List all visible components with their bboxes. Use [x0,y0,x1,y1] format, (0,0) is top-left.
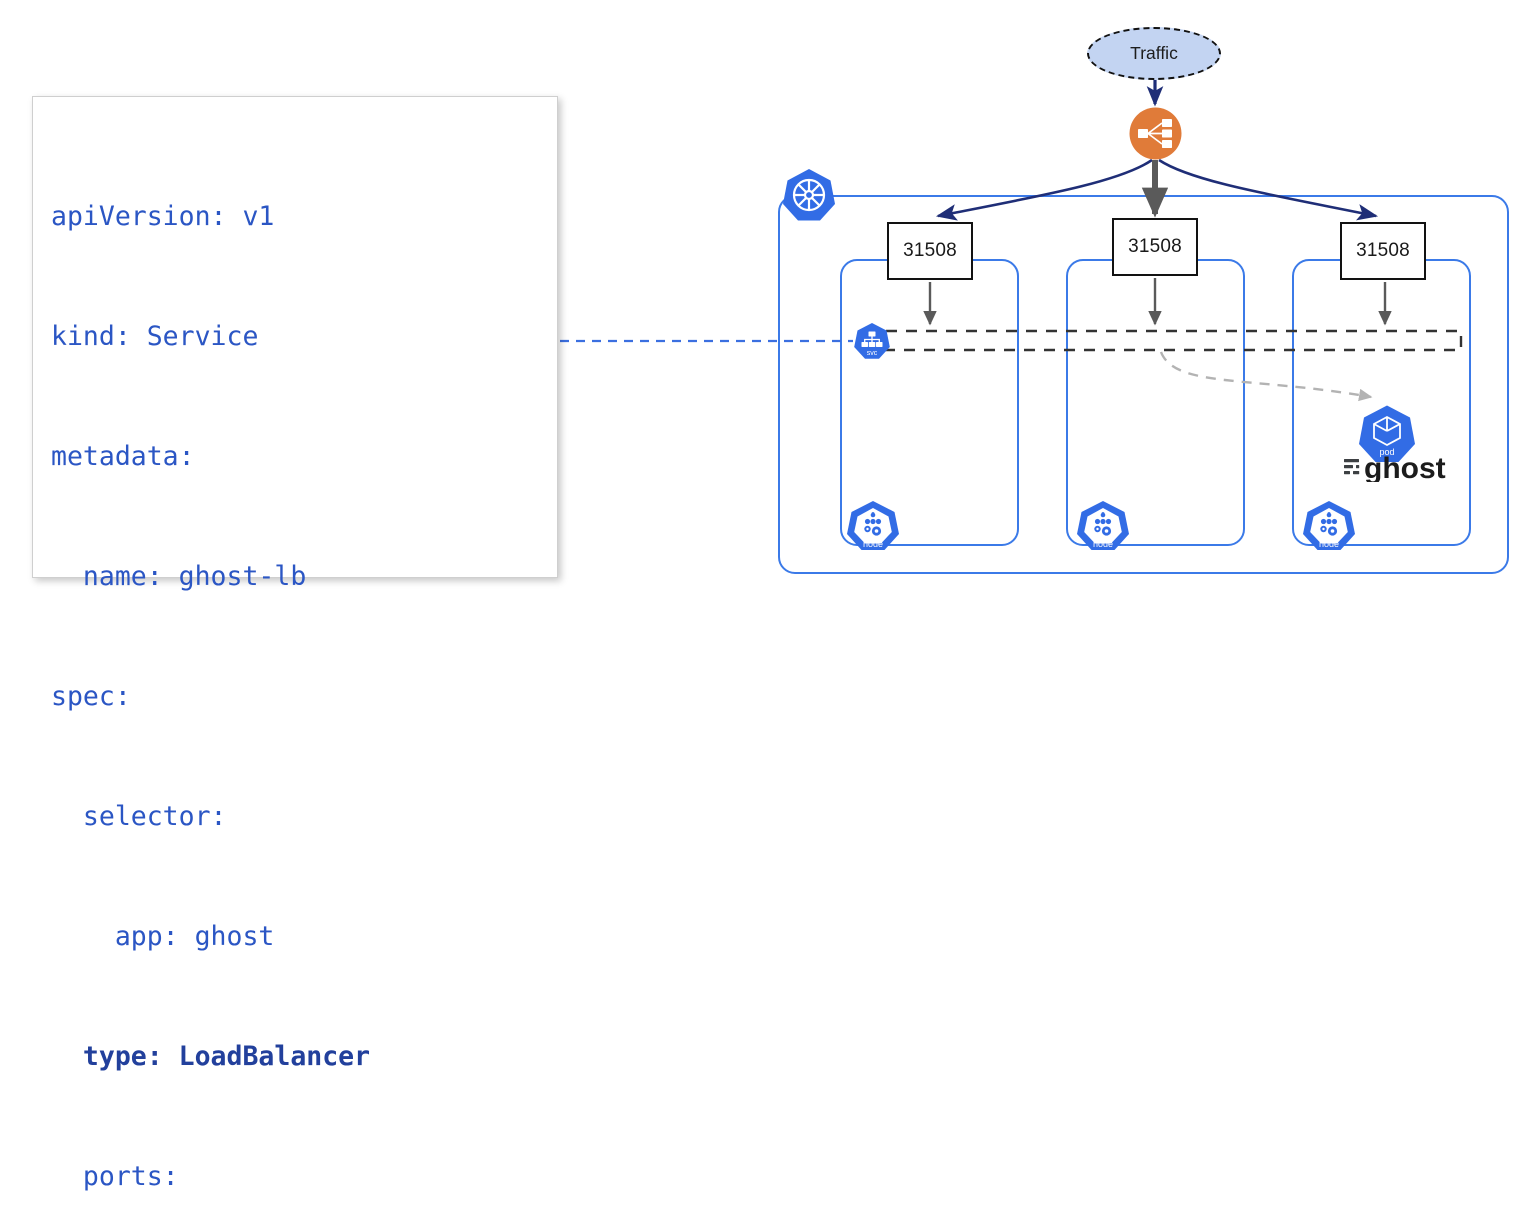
pod-badge-label: pod [1379,447,1394,457]
traffic-label: Traffic [1130,43,1178,63]
node-badge-label: node [1093,539,1113,549]
kubernetes-helm-wheel-icon [783,169,835,221]
loadbalancer-to-nodeport-arrow [935,158,1153,221]
ghost-app-name: ghost [1364,452,1446,482]
traffic-source-node: Traffic [1087,27,1221,80]
nodeport-label: 31508 [1356,240,1410,261]
yaml-line: app: ghost [51,921,275,952]
node-badge-label: node [1319,539,1339,549]
nodeport-label: 31508 [1128,236,1182,257]
service-to-pod-arrow [1159,351,1373,402]
nodeport-box: 31508 [1112,218,1198,276]
ghost-logo-icon: ghost [1344,452,1446,482]
yaml-line: selector: [51,801,227,832]
load-balancer-fanout-icon [1129,107,1182,160]
nodeport-box: 31508 [887,222,973,280]
service-span-band [866,329,1463,352]
kubernetes-node-icon: node [1077,501,1129,550]
yaml-code-block: apiVersion: v1 kind: Service metadata: n… [51,117,551,1226]
nodeport-box: 31508 [1340,222,1426,280]
yaml-line: ports: [51,1161,179,1192]
yaml-line-highlighted: type: LoadBalancer [51,1041,371,1072]
yaml-line: kind: Service [51,321,259,352]
yaml-line: name: ghost-lb [51,561,307,592]
kubernetes-node-icon: node [847,501,899,550]
yaml-line: metadata: [51,441,195,472]
yaml-manifest-card: apiVersion: v1 kind: Service metadata: n… [32,96,558,1192]
yaml-line: apiVersion: v1 [51,201,275,232]
kubernetes-node-icon: node [1303,501,1355,550]
kubernetes-service-icon: svc [854,323,890,359]
node-badge-label: node [863,539,883,549]
yaml-line: spec: [51,681,131,712]
loadbalancer-to-nodeport-arrow [1158,158,1379,221]
diagram-canvas: apiVersion: v1 kind: Service metadata: n… [32,27,1509,1192]
kubernetes-pod-icon: pod [1359,405,1415,462]
service-badge-label: svc [867,350,878,357]
nodeport-label: 31508 [903,240,957,261]
